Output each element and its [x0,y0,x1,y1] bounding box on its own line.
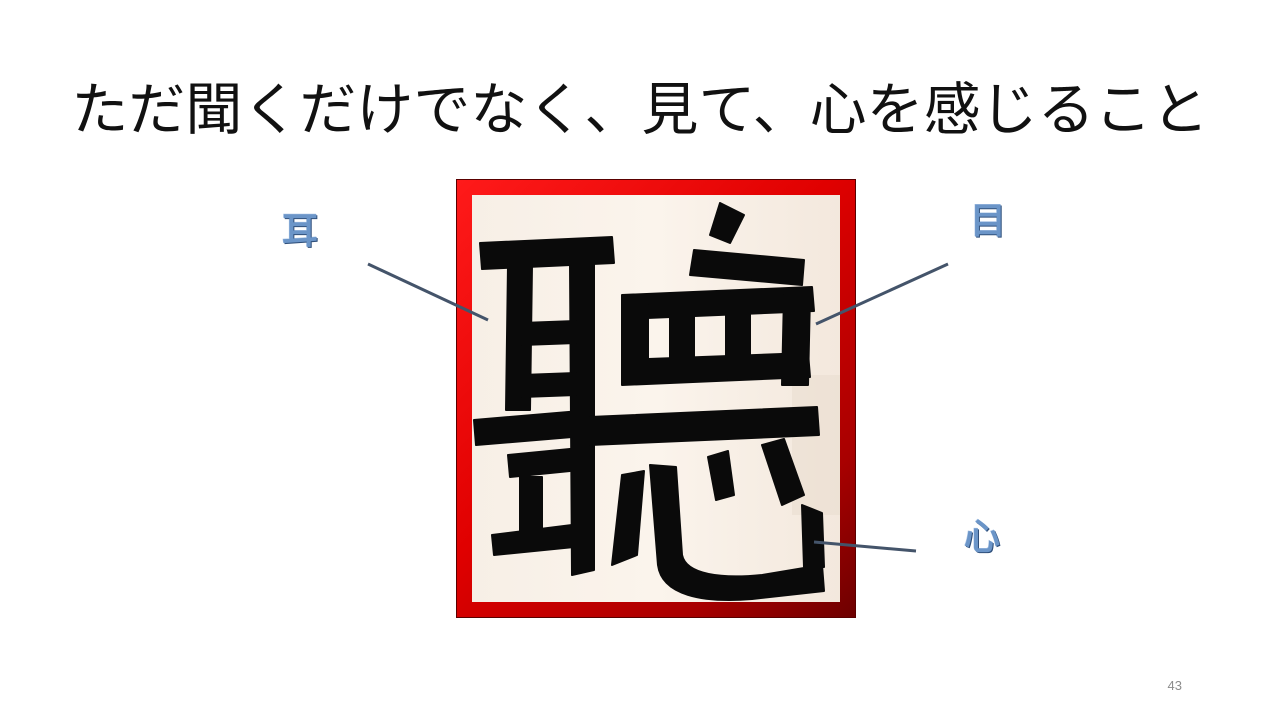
page-number: 43 [1167,678,1182,693]
calligraphy-character-drawing [473,202,840,601]
label-ear: 耳 [282,211,319,252]
calligraphy-image [472,195,840,602]
label-eye: 目 [970,201,1007,242]
label-heart: 心 [964,517,1001,558]
slide-title: ただ聞くだけでなく、見て、心を感じること [71,77,1209,143]
calligraphy-frame [456,179,856,618]
